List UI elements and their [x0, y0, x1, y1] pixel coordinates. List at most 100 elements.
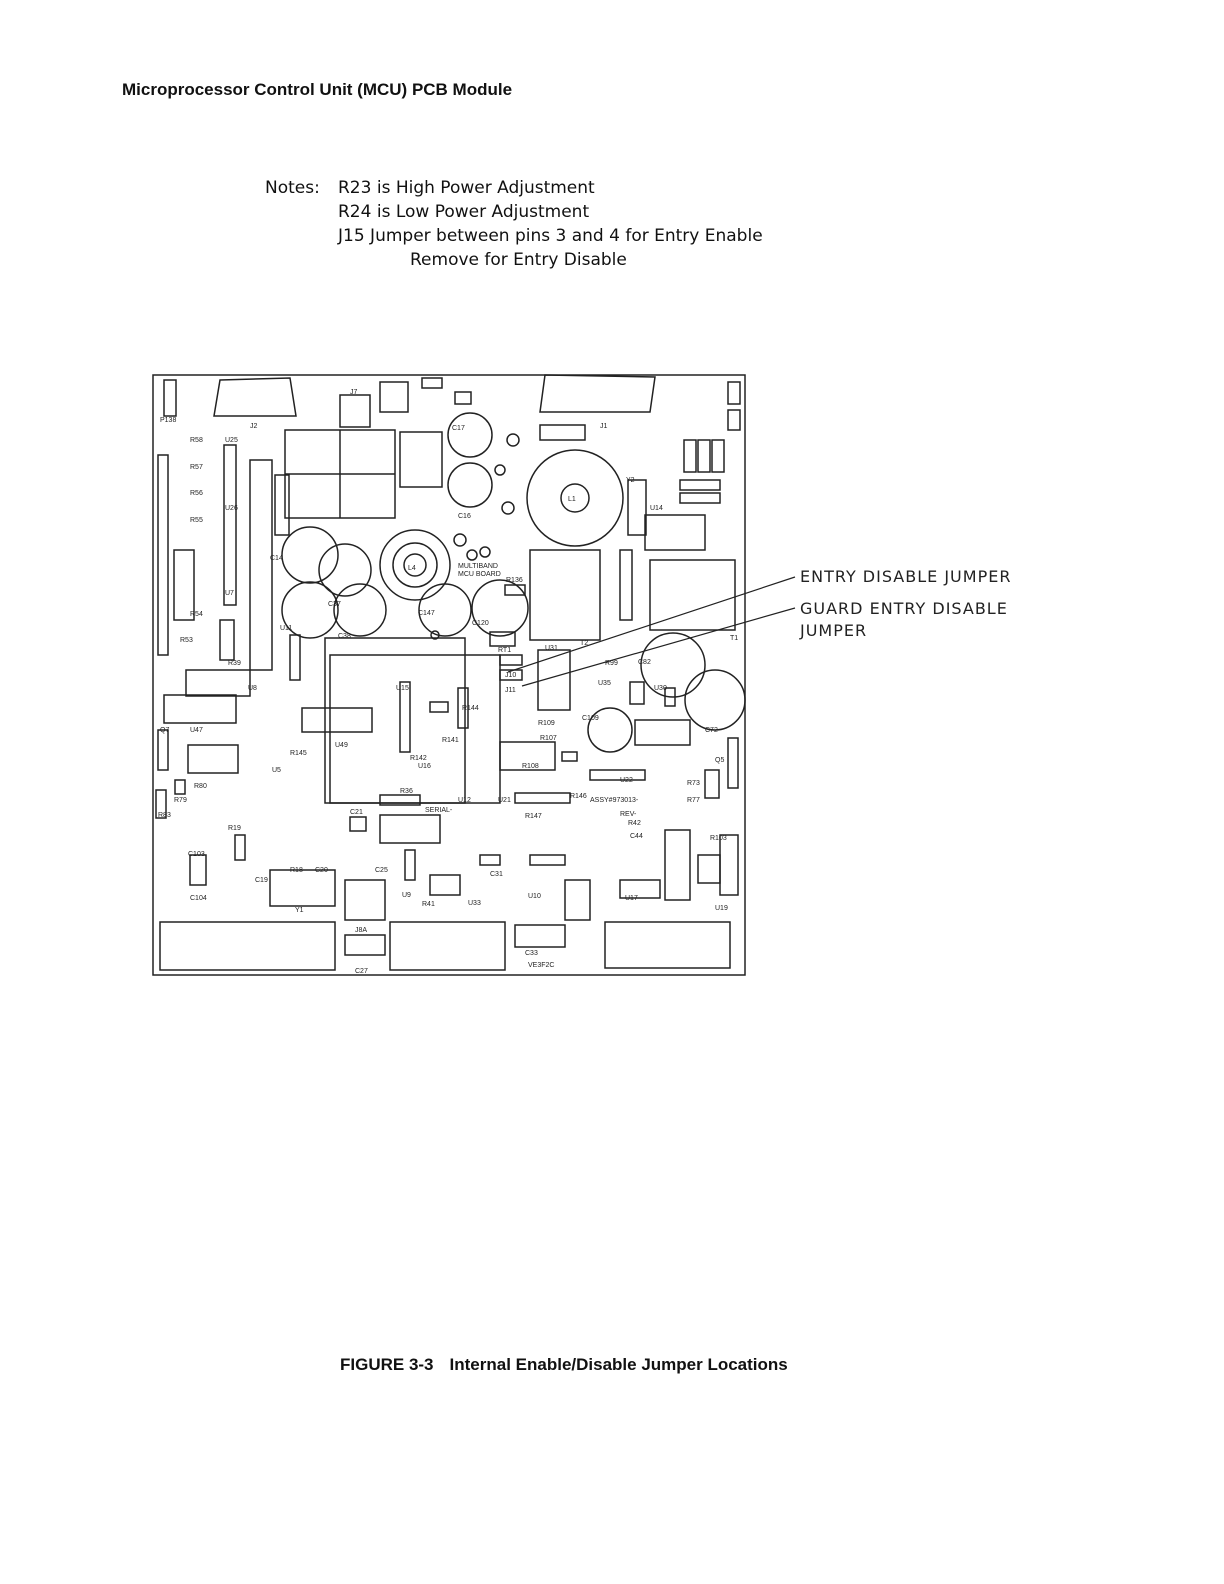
pcb-layout-drawing: P138 R58 R57 R56 R55 R54 R53 R39 U25 U26… — [152, 374, 746, 976]
svg-text:R79: R79 — [174, 797, 187, 804]
inductor-l4 — [379, 529, 451, 601]
svg-text:C16: C16 — [458, 513, 471, 520]
svg-text:U21: U21 — [498, 797, 511, 804]
svg-text:R109: R109 — [538, 720, 555, 727]
transformer-t2 — [529, 549, 601, 641]
svg-text:C37: C37 — [328, 601, 341, 608]
note-line-1: R23 is High Power Adjustment — [338, 178, 595, 198]
svg-text:R53: R53 — [180, 637, 193, 644]
note-line-3: J15 Jumper between pins 3 and 4 for Entr… — [338, 226, 763, 246]
figure-number: FIGURE 3-3 — [340, 1355, 434, 1374]
svg-text:U9: U9 — [402, 892, 411, 899]
capacitor-c14 — [281, 526, 339, 584]
svg-text:ASSY#973013-: ASSY#973013- — [590, 797, 639, 804]
svg-text:U5: U5 — [272, 767, 281, 774]
svg-text:C104: C104 — [190, 895, 207, 902]
svg-text:J7: J7 — [350, 389, 358, 396]
svg-text:R141: R141 — [442, 737, 459, 744]
svg-text:J10: J10 — [505, 672, 516, 679]
microprocessor-outline — [324, 637, 466, 804]
callout-guard-line-2: JUMPER — [800, 621, 868, 640]
capacitor-c16 — [447, 462, 493, 508]
svg-text:U17: U17 — [625, 895, 638, 902]
svg-text:R73: R73 — [687, 780, 700, 787]
page-heading: Microprocessor Control Unit (MCU) PCB Mo… — [122, 80, 513, 99]
svg-text:R145: R145 — [290, 750, 307, 757]
svg-text:R58: R58 — [190, 437, 203, 444]
svg-text:SERIAL-: SERIAL- — [425, 807, 453, 814]
svg-text:R146: R146 — [570, 793, 587, 800]
figure-caption: FIGURE 3-3 Internal Enable/Disable Jumper… — [340, 1355, 788, 1375]
svg-text:MCU BOARD: MCU BOARD — [458, 571, 501, 578]
svg-text:VE3F2C: VE3F2C — [528, 962, 554, 969]
svg-text:J1: J1 — [600, 423, 608, 430]
svg-text:Y2: Y2 — [626, 477, 635, 484]
board-outline — [152, 374, 746, 976]
svg-text:J8A: J8A — [355, 927, 367, 934]
svg-text:C72: C72 — [705, 727, 718, 734]
svg-text:R41: R41 — [422, 901, 435, 908]
svg-text:C27: C27 — [355, 968, 368, 975]
svg-text:C147: C147 — [418, 610, 435, 617]
svg-text:U25: U25 — [225, 437, 238, 444]
svg-text:T1: T1 — [730, 635, 738, 642]
capacitor-c17 — [447, 412, 493, 458]
capacitor-c109 — [587, 707, 633, 753]
note-line-2: R24 is Low Power Adjustment — [338, 202, 590, 222]
jumper-j10 — [499, 654, 523, 666]
svg-text:R56: R56 — [190, 490, 203, 497]
connector-j9 — [604, 921, 731, 969]
svg-text:U19: U19 — [715, 905, 728, 912]
svg-text:U15: U15 — [396, 685, 409, 692]
svg-text:R142: R142 — [410, 755, 427, 762]
svg-text:U35: U35 — [598, 680, 611, 687]
svg-text:U16: U16 — [418, 763, 431, 770]
svg-text:C31: C31 — [490, 871, 503, 878]
svg-text:C20: C20 — [315, 867, 328, 874]
svg-text:L4: L4 — [408, 565, 416, 572]
svg-text:P138: P138 — [160, 417, 176, 424]
svg-text:Q5: Q5 — [715, 757, 724, 764]
svg-text:U47: U47 — [190, 727, 203, 734]
svg-text:R55: R55 — [190, 517, 203, 524]
svg-text:C103: C103 — [188, 851, 205, 858]
inductor-l1 — [526, 449, 624, 547]
svg-text:RT1: RT1 — [498, 647, 511, 654]
svg-text:C109: C109 — [582, 715, 599, 722]
svg-text:U7: U7 — [225, 590, 234, 597]
figure-title: Internal Enable/Disable Jumper Locations — [449, 1355, 788, 1374]
callout-entry-disable-jumper: ENTRY DISABLE JUMPER — [800, 567, 1012, 586]
svg-text:C14: C14 — [270, 555, 283, 562]
capacitor-c37 — [333, 583, 387, 637]
svg-text:U26: U26 — [225, 505, 238, 512]
svg-text:J11: J11 — [505, 687, 516, 694]
svg-text:R147: R147 — [525, 813, 542, 820]
svg-text:R107: R107 — [540, 735, 557, 742]
svg-text:J2: J2 — [250, 423, 258, 430]
svg-text:U14: U14 — [650, 505, 663, 512]
svg-text:C82: C82 — [638, 659, 651, 666]
svg-text:U22: U22 — [620, 777, 633, 784]
svg-text:R19: R19 — [228, 825, 241, 832]
connector-j5 — [159, 921, 336, 971]
callout-guard-entry-disable-jumper: GUARD ENTRY DISABLE JUMPER — [800, 598, 1008, 642]
note-line-4: Remove for Entry Disable — [410, 250, 627, 270]
svg-text:L1: L1 — [568, 496, 576, 503]
svg-text:R39: R39 — [228, 660, 241, 667]
svg-text:U33: U33 — [468, 900, 481, 907]
svg-text:U12: U12 — [458, 797, 471, 804]
svg-text:U30: U30 — [654, 685, 667, 692]
connector-j2 — [213, 377, 297, 417]
capacitor-c72 — [684, 669, 746, 731]
svg-text:C120: C120 — [472, 620, 489, 627]
svg-text:R42: R42 — [628, 820, 641, 827]
svg-text:R77: R77 — [687, 797, 700, 804]
svg-text:C38: C38 — [338, 633, 351, 640]
svg-text:Y1: Y1 — [295, 907, 304, 914]
svg-text:R57: R57 — [190, 464, 203, 471]
svg-text:U49: U49 — [335, 742, 348, 749]
callout-guard-line-1: GUARD ENTRY DISABLE — [800, 599, 1008, 618]
svg-text:R99: R99 — [605, 660, 618, 667]
svg-text:C33: C33 — [525, 950, 538, 957]
svg-text:R103: R103 — [710, 835, 727, 842]
